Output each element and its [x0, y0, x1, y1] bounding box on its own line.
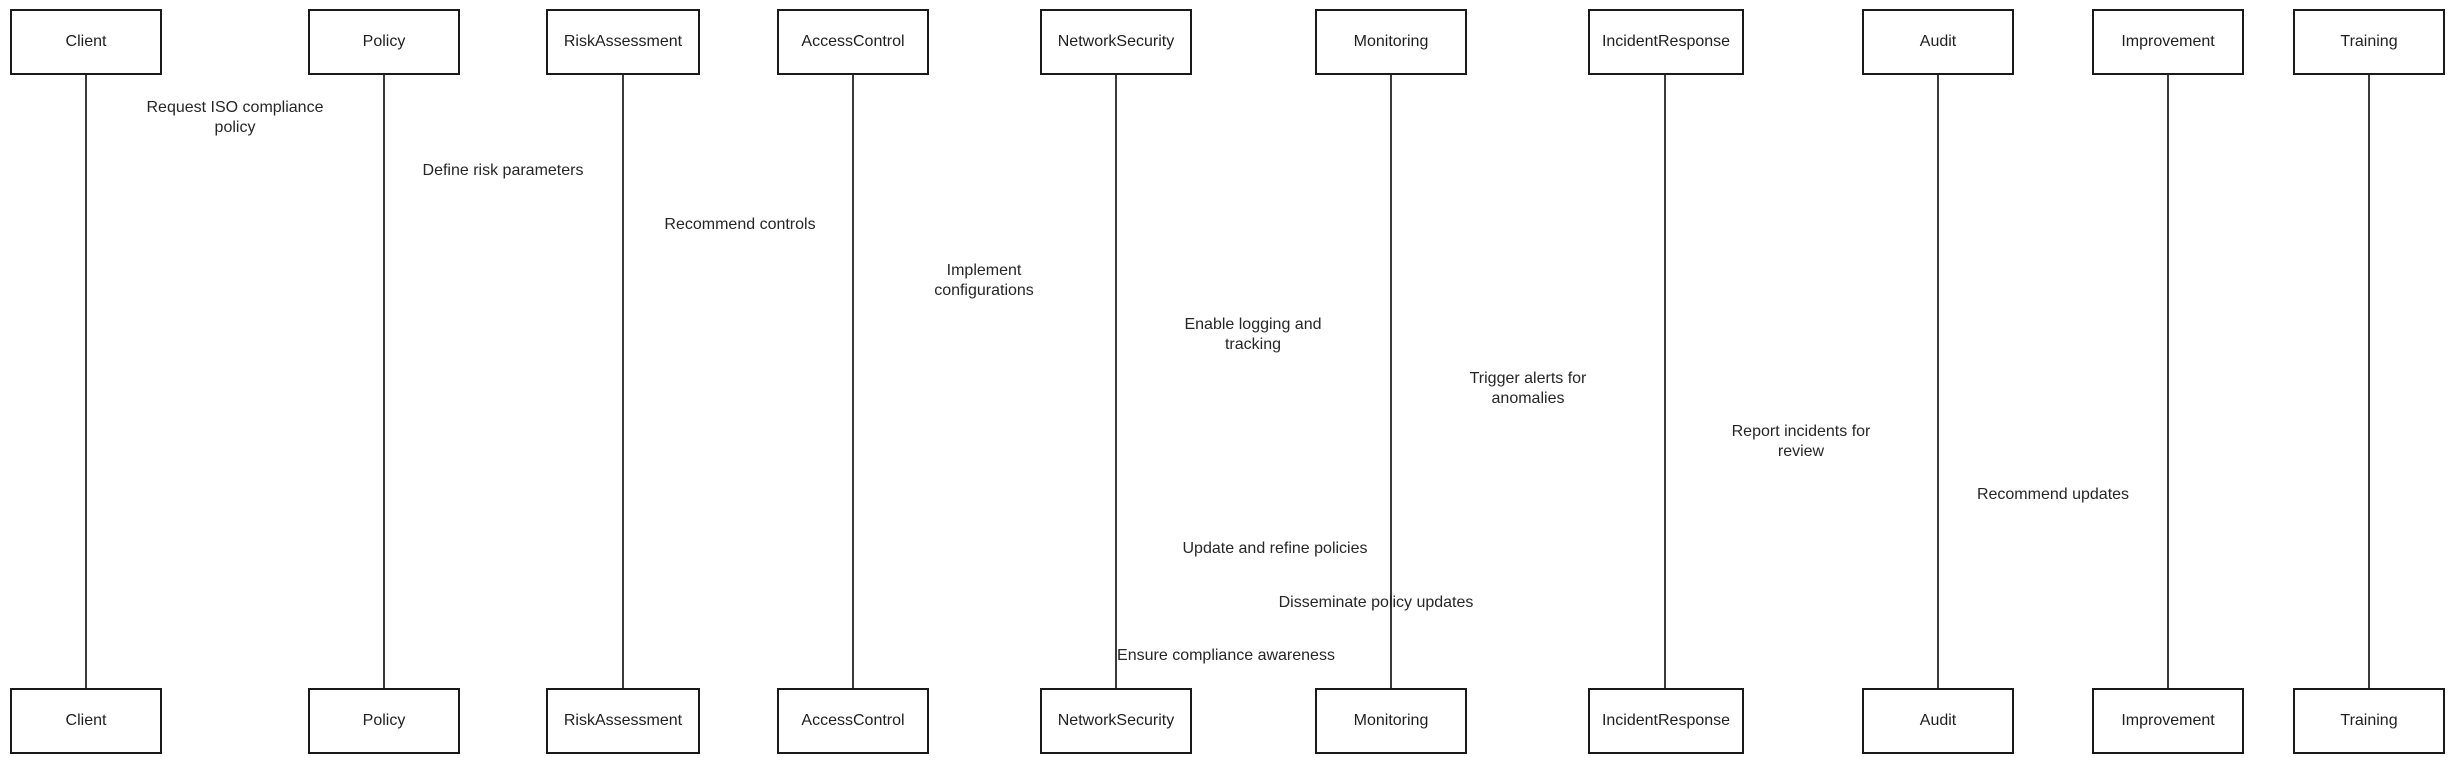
actor-box-improvement-top: Improvement — [2092, 9, 2244, 75]
actor-box-audit-top: Audit — [1862, 9, 2014, 75]
actor-label: Audit — [1919, 712, 1957, 729]
lifeline-audit — [1937, 74, 1939, 688]
lifeline-improvement — [2167, 74, 2169, 688]
message-request-iso-compliance-policy: Request ISO compliance policy — [146, 99, 324, 136]
message-trigger-alerts-for-anomalies: Trigger alerts for anomalies — [1469, 370, 1587, 407]
actor-label: Client — [65, 33, 107, 50]
message-report-incidents-for-review: Report incidents for review — [1731, 423, 1871, 460]
actor-label: RiskAssessment — [563, 712, 683, 729]
actor-box-networksecurity-bottom: NetworkSecurity — [1040, 688, 1192, 754]
actor-box-riskassessment-top: RiskAssessment — [546, 9, 700, 75]
actor-box-training-bottom: Training — [2293, 688, 2445, 754]
message-ensure-compliance-awareness: Ensure compliance awareness — [1117, 647, 1335, 664]
lifeline-networksecurity — [1115, 74, 1117, 688]
actor-box-monitoring-top: Monitoring — [1315, 9, 1467, 75]
actor-box-policy-top: Policy — [308, 9, 460, 75]
actor-box-incidentresponse-top: IncidentResponse — [1588, 9, 1744, 75]
lifeline-accesscontrol — [852, 74, 854, 688]
lifeline-incidentresponse — [1664, 74, 1666, 688]
actor-box-accesscontrol-bottom: AccessControl — [777, 688, 929, 754]
actor-box-client-top: Client — [10, 9, 162, 75]
actor-label: Audit — [1919, 33, 1957, 50]
actor-label: IncidentResponse — [1601, 33, 1731, 50]
actor-box-networksecurity-top: NetworkSecurity — [1040, 9, 1192, 75]
lifeline-monitoring — [1390, 74, 1392, 688]
lifeline-riskassessment — [622, 74, 624, 688]
lifeline-policy — [383, 74, 385, 688]
actor-box-client-bottom: Client — [10, 688, 162, 754]
actor-label: AccessControl — [801, 33, 905, 50]
actor-box-incidentresponse-bottom: IncidentResponse — [1588, 688, 1744, 754]
actor-label: AccessControl — [801, 712, 905, 729]
lifeline-client — [85, 74, 87, 688]
actor-label: Training — [2340, 712, 2398, 729]
actor-box-training-top: Training — [2293, 9, 2445, 75]
message-update-and-refine-policies: Update and refine policies — [1182, 540, 1368, 557]
actor-label: RiskAssessment — [563, 33, 683, 50]
message-implement-configurations: Implement configurations — [934, 262, 1034, 299]
actor-label: IncidentResponse — [1601, 712, 1731, 729]
actor-label: NetworkSecurity — [1057, 712, 1175, 729]
actor-label: NetworkSecurity — [1057, 33, 1175, 50]
actor-box-monitoring-bottom: Monitoring — [1315, 688, 1467, 754]
message-recommend-controls: Recommend controls — [664, 216, 816, 233]
message-disseminate-policy-updates: Disseminate policy updates — [1278, 594, 1474, 611]
actor-box-audit-bottom: Audit — [1862, 688, 2014, 754]
actor-label: Improvement — [2121, 33, 2215, 50]
actor-label: Policy — [362, 33, 406, 50]
actor-label: Monitoring — [1353, 712, 1429, 729]
actor-box-riskassessment-bottom: RiskAssessment — [546, 688, 700, 754]
actor-label: Client — [65, 712, 107, 729]
actor-box-accesscontrol-top: AccessControl — [777, 9, 929, 75]
message-define-risk-parameters: Define risk parameters — [422, 162, 584, 179]
message-recommend-updates: Recommend updates — [1976, 486, 2130, 503]
actor-label: Improvement — [2121, 712, 2215, 729]
actor-box-improvement-bottom: Improvement — [2092, 688, 2244, 754]
actor-label: Monitoring — [1353, 33, 1429, 50]
message-enable-logging-and-tracking: Enable logging and tracking — [1184, 316, 1322, 353]
actor-label: Policy — [362, 712, 406, 729]
actor-label: Training — [2340, 33, 2398, 50]
lifeline-training — [2368, 74, 2370, 688]
actor-box-policy-bottom: Policy — [308, 688, 460, 754]
